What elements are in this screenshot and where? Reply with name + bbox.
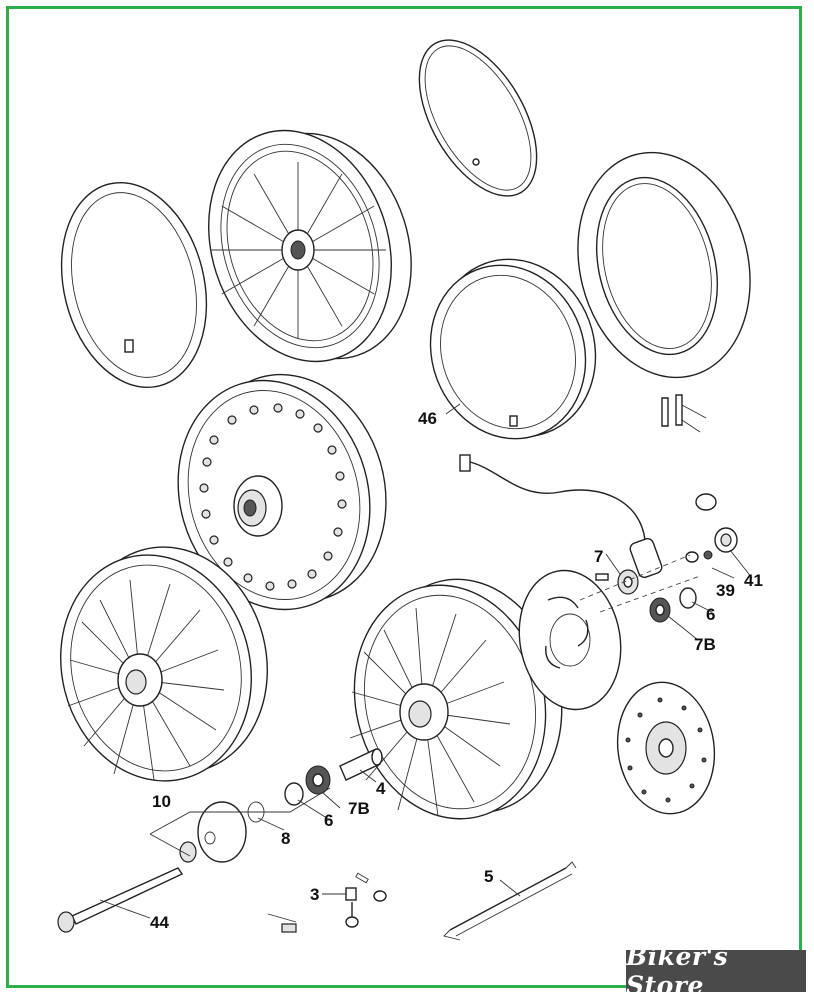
spacer-6-right-part	[679, 587, 697, 609]
diagram-frame	[6, 6, 802, 988]
callout-5: 5	[484, 867, 493, 886]
laced-wheel-left-part	[60, 546, 268, 782]
callout-44: 44	[150, 913, 169, 932]
bolt-part	[595, 573, 609, 581]
axle-spacer-4-part	[339, 748, 383, 781]
hub-spacer-part	[179, 841, 197, 863]
rim-strip-part	[418, 39, 538, 197]
callout-4: 4	[376, 779, 386, 798]
axle-part	[57, 867, 184, 933]
tire-part	[577, 151, 751, 379]
bearing-7b-left-part	[305, 765, 331, 795]
sprocket-cover-part	[197, 801, 247, 863]
bearing-7b-right-part	[649, 597, 671, 623]
bearing-7-part	[617, 569, 639, 595]
spacer-6-left-part	[284, 782, 304, 806]
valve-part	[345, 872, 387, 928]
inner-tube-part	[60, 181, 208, 389]
callout-7b-right: 7B	[694, 635, 716, 654]
laced-wheel-right-part	[349, 578, 563, 820]
abs-sensor-part	[459, 454, 663, 579]
callout-39: 39	[716, 581, 735, 600]
callout-7b-left: 7B	[348, 799, 370, 818]
callout-8: 8	[281, 829, 290, 848]
disc-wheel-part	[177, 373, 387, 611]
valve-stem-part	[661, 394, 707, 433]
brake-disc-2-part	[616, 681, 716, 815]
callout-6-left: 6	[324, 811, 333, 830]
callout-41: 41	[744, 571, 763, 590]
bikers-store-watermark-logo: Biker's Store	[626, 942, 806, 1000]
cast-wheel-part	[208, 129, 412, 363]
callout-6-right: 6	[706, 605, 715, 624]
small-spacer-part	[685, 493, 738, 563]
callout-7: 7	[594, 547, 603, 566]
small-cap-part	[267, 913, 297, 933]
bare-rim-part	[429, 258, 597, 440]
callout-3: 3	[310, 885, 319, 904]
rod-5-part	[443, 861, 577, 941]
callout-46: 46	[418, 409, 437, 428]
callout-10: 10	[152, 792, 171, 811]
brake-disc-part	[518, 569, 622, 711]
